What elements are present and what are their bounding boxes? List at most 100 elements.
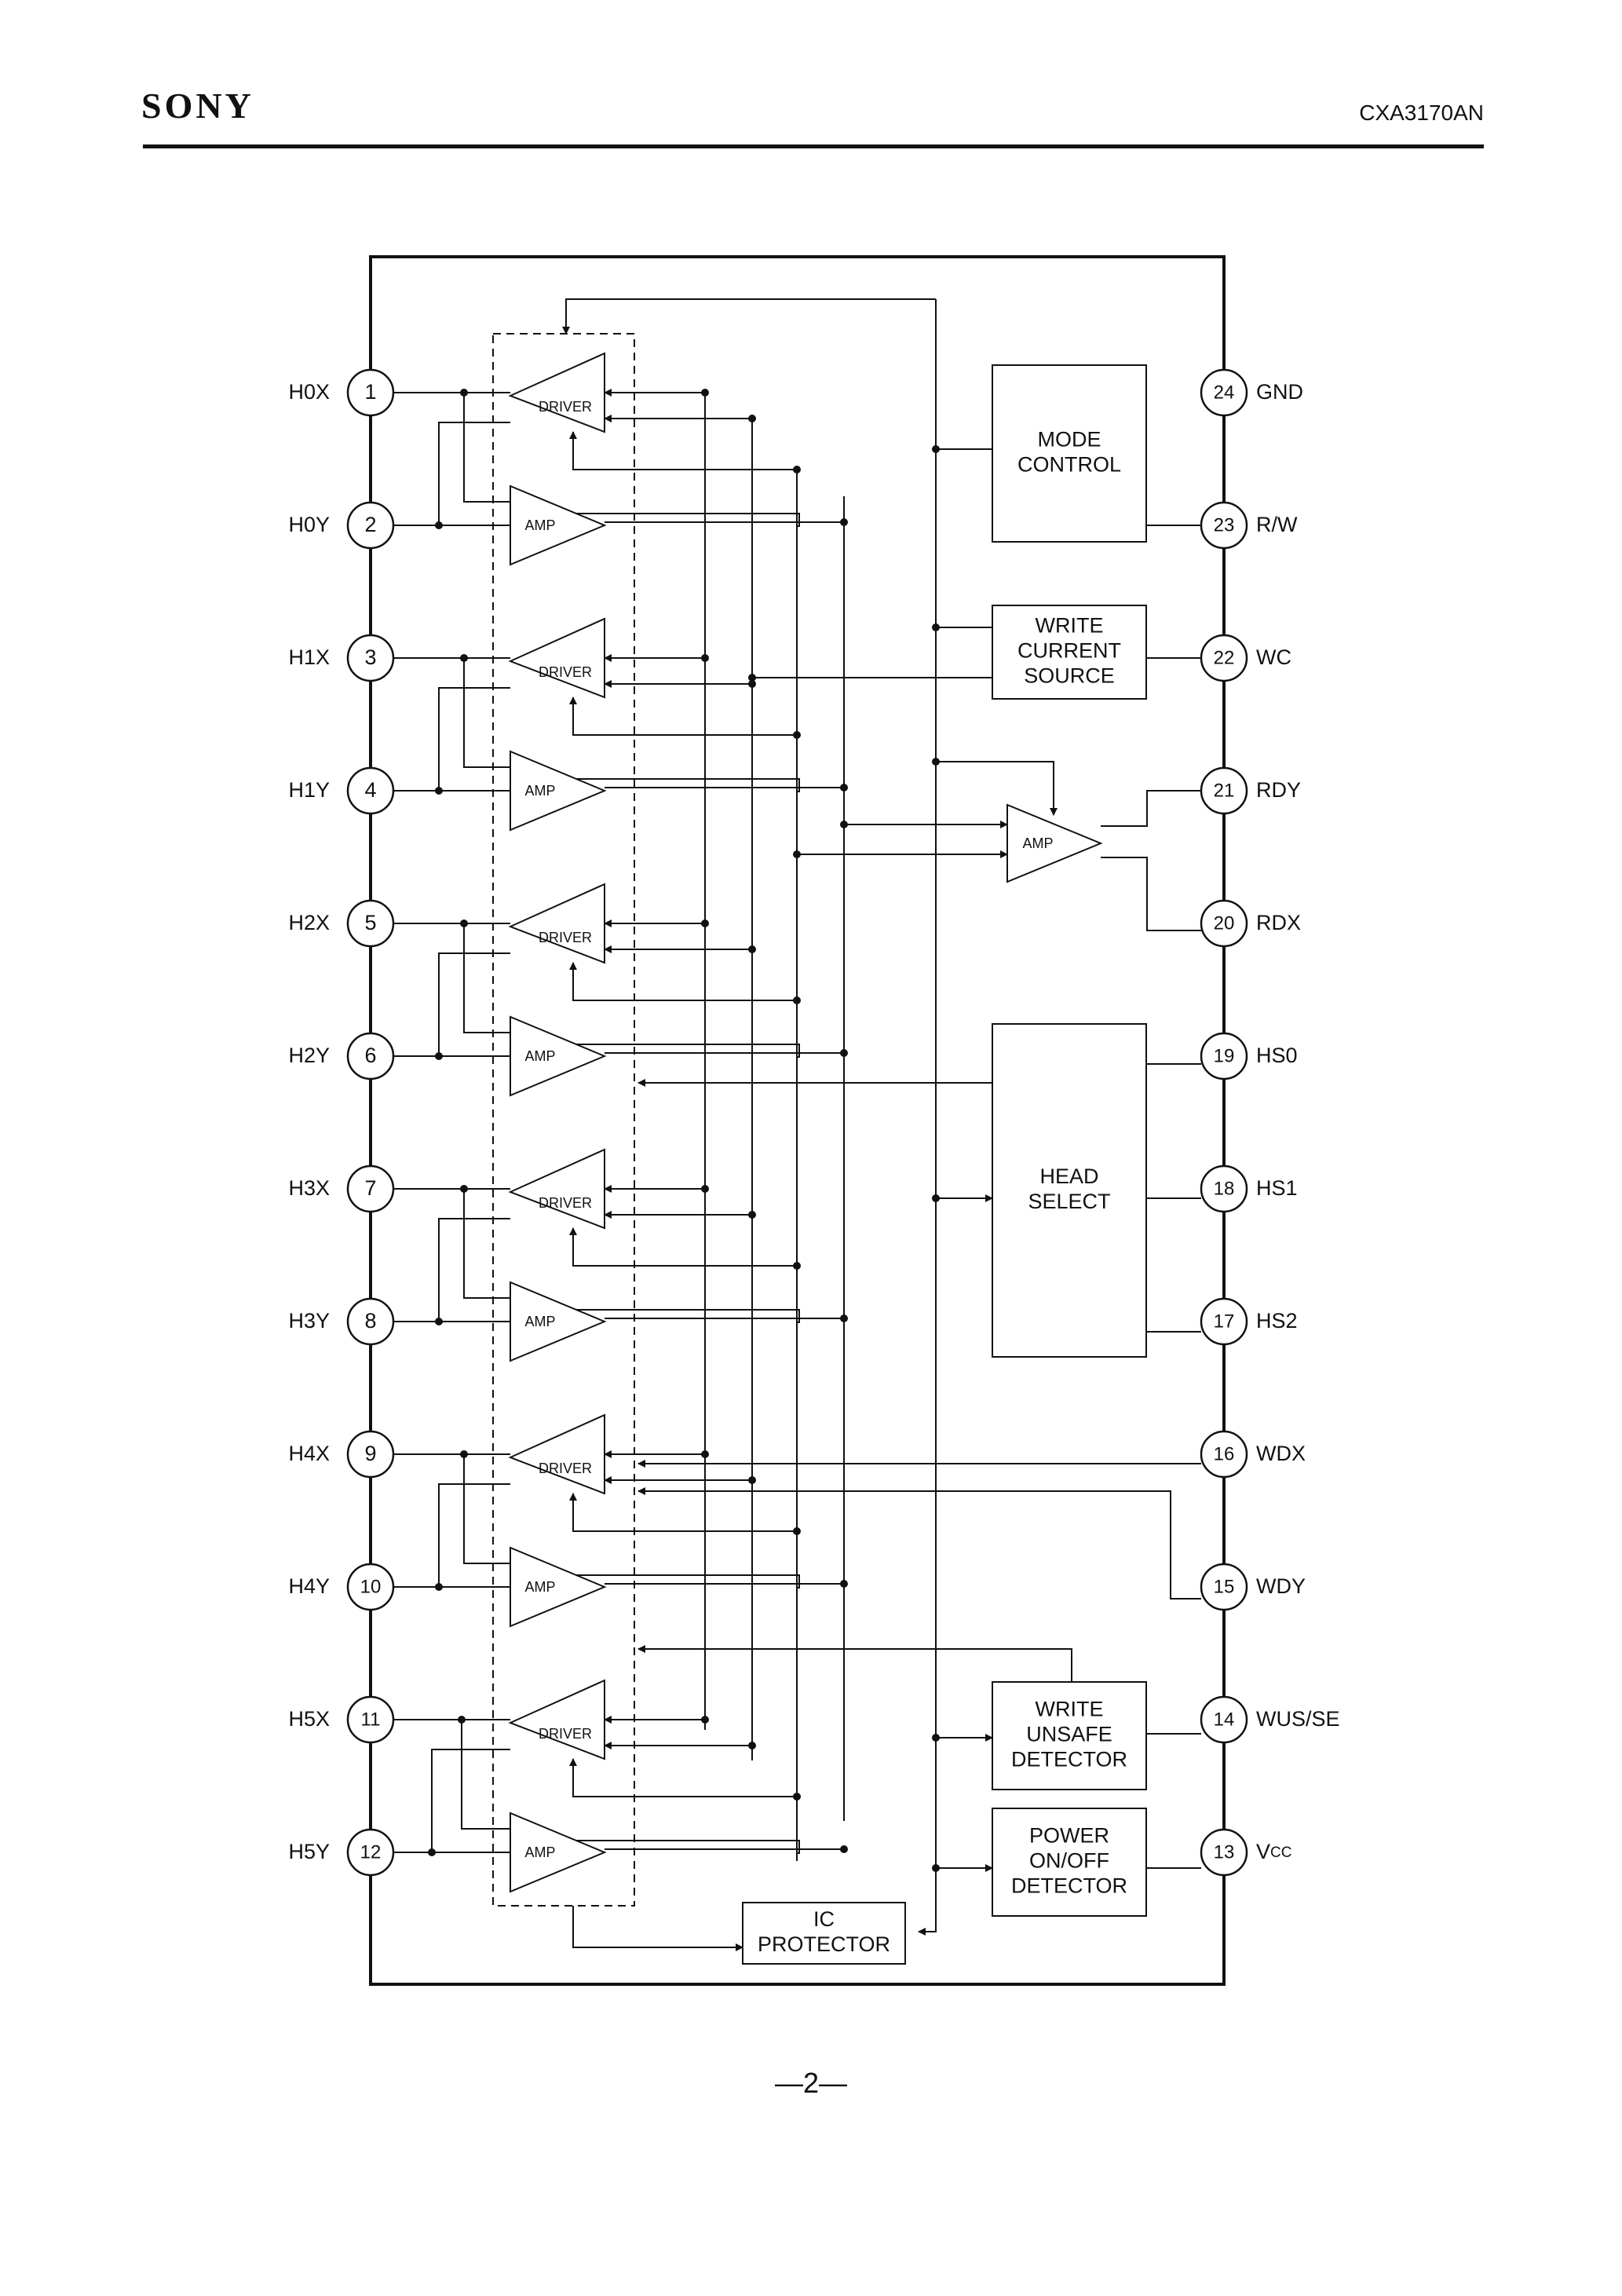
block-mode-control xyxy=(992,364,1147,543)
wire xyxy=(569,696,797,736)
wire xyxy=(438,687,510,791)
pin-19 xyxy=(1200,1032,1248,1080)
wire xyxy=(637,1487,1201,1600)
pin-number: 3 xyxy=(364,645,376,669)
driver-triangle xyxy=(508,1679,605,1760)
pin-number: 10 xyxy=(360,1576,382,1597)
block-label: WRITE xyxy=(1036,1698,1104,1721)
pin-15 xyxy=(1200,1563,1248,1611)
junction-dot xyxy=(840,821,848,828)
wire xyxy=(438,422,510,525)
junction-dot xyxy=(748,680,756,688)
pin-number: 17 xyxy=(1214,1311,1235,1332)
junction-dot xyxy=(701,654,709,662)
wire xyxy=(562,298,936,335)
junction-dot xyxy=(748,1476,756,1484)
pin-number: 7 xyxy=(364,1176,376,1200)
sony-logo: SONY xyxy=(141,86,254,126)
pin-label: HS0 xyxy=(1256,1044,1298,1067)
pin-9 xyxy=(346,1430,395,1479)
junction-dot xyxy=(435,1583,443,1591)
junction-dot xyxy=(793,996,801,1004)
block-label: UNSAFE xyxy=(1026,1723,1112,1746)
pin-label: WUS/SE xyxy=(1256,1707,1340,1731)
amp-label: AMP xyxy=(1022,835,1053,851)
driver-label: DRIVER xyxy=(539,399,592,415)
block-label: ON/OFF xyxy=(1029,1849,1109,1873)
wire xyxy=(510,1309,800,1323)
pin-label: VCC xyxy=(1256,1840,1291,1863)
junction-dot xyxy=(748,415,756,422)
junction-dot xyxy=(793,850,801,858)
pin-label: H3Y xyxy=(288,1309,330,1333)
wire xyxy=(936,761,1058,816)
junction-dot xyxy=(460,654,468,662)
pin-14 xyxy=(1200,1695,1248,1744)
pin-number: 15 xyxy=(1214,1576,1235,1597)
junction-dot xyxy=(793,466,801,473)
pin-number: 6 xyxy=(364,1044,376,1067)
junction-dot xyxy=(840,1314,848,1322)
junction-dot xyxy=(840,1049,848,1057)
wire xyxy=(569,1493,797,1532)
pin-8 xyxy=(346,1297,395,1346)
pin-label: WC xyxy=(1256,645,1291,669)
pin-4 xyxy=(346,766,395,815)
wire xyxy=(569,1227,797,1267)
amp-triangle xyxy=(510,1015,607,1097)
junction-dot xyxy=(748,674,756,682)
pin-number: 20 xyxy=(1214,912,1235,934)
driver-triangle xyxy=(508,1413,605,1495)
block-label: CURRENT xyxy=(1017,639,1121,663)
pin-label: GND xyxy=(1256,380,1303,404)
block-label: SOURCE xyxy=(1024,664,1115,688)
amp-label: AMP xyxy=(524,1579,555,1595)
wire xyxy=(510,1840,800,1854)
junction-dot xyxy=(932,758,940,766)
pin-23 xyxy=(1200,501,1248,550)
pin-number: 24 xyxy=(1214,382,1235,403)
pin-11 xyxy=(346,1695,395,1744)
junction-dot xyxy=(793,1527,801,1535)
pin-21 xyxy=(1200,766,1248,815)
junction-dot xyxy=(748,945,756,953)
pin-number: 2 xyxy=(364,513,376,536)
pin-3 xyxy=(346,634,395,682)
block-write-current-source xyxy=(992,605,1147,700)
junction-dot xyxy=(793,731,801,739)
junction-dot xyxy=(748,1211,756,1219)
wire xyxy=(569,962,797,1001)
pin-number: 22 xyxy=(1214,647,1235,668)
wire xyxy=(463,923,510,1033)
pin-2 xyxy=(346,501,395,550)
pin-number: 23 xyxy=(1214,514,1235,536)
pin-label: H0Y xyxy=(288,513,330,536)
pin-12 xyxy=(346,1828,395,1877)
pin-number: 14 xyxy=(1214,1709,1235,1730)
wire xyxy=(463,1189,510,1299)
block-write-unsafe-detector xyxy=(992,1681,1147,1790)
junction-dot xyxy=(460,389,468,397)
amp-label: AMP xyxy=(524,1314,555,1329)
wire xyxy=(438,1483,510,1587)
pin-label: HS2 xyxy=(1256,1309,1298,1333)
junction-dot xyxy=(460,1450,468,1458)
pin-number: 12 xyxy=(360,1841,382,1863)
junction-dot xyxy=(435,787,443,795)
pin-5 xyxy=(346,899,395,948)
block-label: PROTECTOR xyxy=(758,1932,890,1956)
junction-dot xyxy=(458,1716,466,1724)
pin-label: HS1 xyxy=(1256,1176,1298,1200)
pin-24 xyxy=(1200,368,1248,417)
pin-label: H4Y xyxy=(288,1574,330,1598)
wire xyxy=(438,1218,510,1322)
driver-triangle xyxy=(508,883,605,964)
pin-7 xyxy=(346,1164,395,1213)
pin-number: 18 xyxy=(1214,1178,1235,1199)
header-rule xyxy=(143,144,1484,148)
block-ic-protector xyxy=(742,1902,906,1965)
block-power-detector xyxy=(992,1808,1147,1917)
amp-label: AMP xyxy=(524,517,555,533)
pin-number: 9 xyxy=(364,1442,376,1465)
wire xyxy=(1101,857,1201,931)
